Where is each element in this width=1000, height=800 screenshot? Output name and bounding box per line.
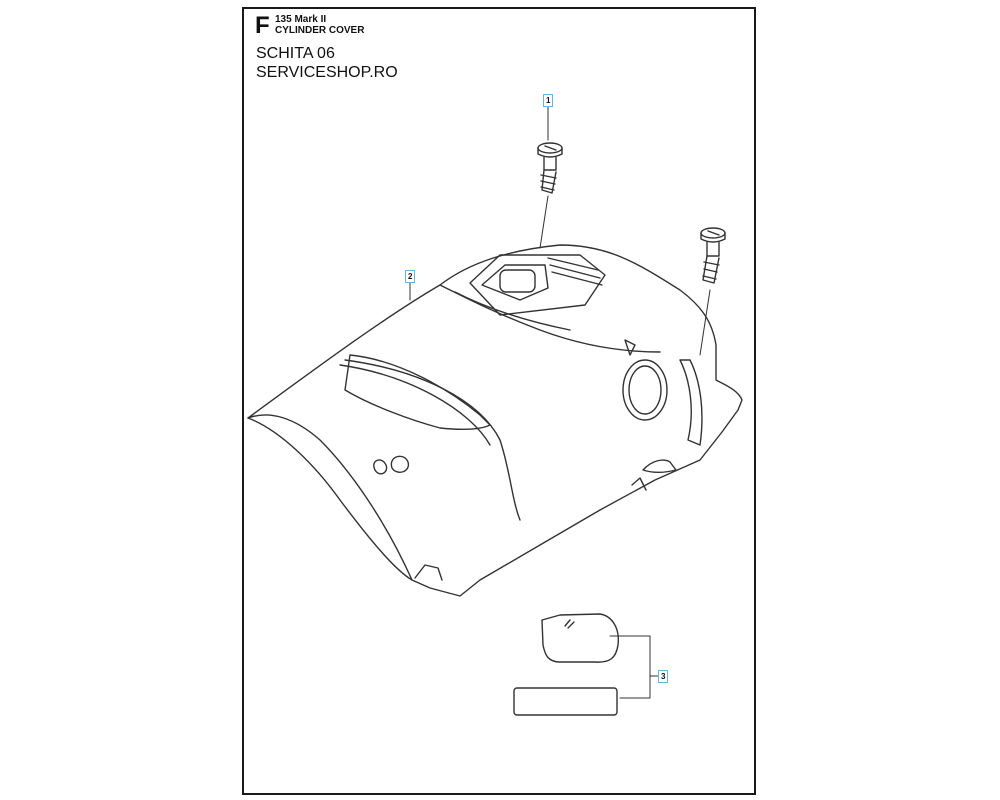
cylinder-cover-part-2 [247,244,743,597]
callout-3: 3 [658,670,669,683]
note-line-1: SCHITA 06 [256,45,335,62]
note-line-2: SERVICESHOP.RO [256,64,398,81]
leader-lines [409,106,711,699]
callout-1: 1 [543,94,554,107]
model-name: 135 Mark II [275,14,327,25]
decal-part-3 [513,613,619,716]
screw-part-1 [537,142,563,194]
diagram-frame [242,7,756,795]
diagram-title: CYLINDER COVER [275,25,365,36]
callout-2: 2 [405,270,416,283]
screw-part-2 [700,227,726,284]
section-letter: F [255,12,270,39]
notes: SCHITA 06 SERVICESHOP.RO [256,44,398,82]
